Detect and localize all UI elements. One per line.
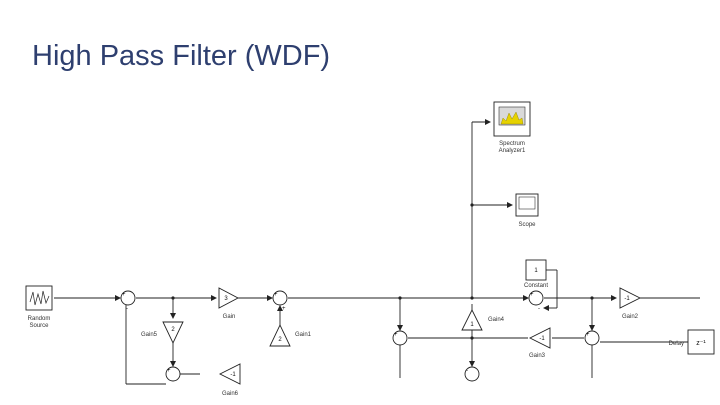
sum7-sign-minus: - xyxy=(466,368,468,374)
sum1-sign-plus: + xyxy=(122,292,126,298)
gain-label: Gain xyxy=(223,314,236,320)
sum1-sign-minus: - xyxy=(126,306,128,312)
signal-wires xyxy=(54,119,700,385)
gain4-label: Gain4 xyxy=(488,317,505,323)
gain4-block[interactable]: 1 Gain4 xyxy=(461,308,505,331)
gain6-label: Gain6 xyxy=(222,391,239,397)
delay-value: z⁻¹ xyxy=(696,340,706,347)
scope-screen-icon xyxy=(518,196,536,210)
gain6-block[interactable]: -1 Gain6 xyxy=(218,363,241,397)
spectrum-icon xyxy=(500,111,524,125)
random-source-label-line2: Source xyxy=(29,323,49,329)
sum3-sign-plus: + xyxy=(530,292,534,298)
gain5-label: Gain5 xyxy=(141,332,158,338)
sum2-sign-plus-b: + xyxy=(282,306,286,312)
gain1-label: Gain1 xyxy=(295,332,312,338)
delay-block[interactable]: z⁻¹ Delay xyxy=(669,329,715,355)
sum-block-3[interactable]: + - xyxy=(528,290,544,312)
spectrum-analyzer-block[interactable]: Spectrum Analyzer1 xyxy=(493,101,531,154)
gain3-label: Gain3 xyxy=(529,353,546,359)
sum-block-6[interactable]: + xyxy=(165,366,181,382)
wire-junctions xyxy=(171,203,594,340)
scope-label: Scope xyxy=(518,222,536,228)
sum-block-5[interactable]: + xyxy=(584,330,600,346)
constant-block[interactable]: 1 Constant xyxy=(524,259,548,289)
gain1-value: 2 xyxy=(278,337,282,343)
sum2-sign-plus: + xyxy=(274,292,278,298)
random-source-block[interactable]: Random Source xyxy=(25,285,53,329)
sum5-sign-plus: + xyxy=(586,332,590,338)
gain5-value: 2 xyxy=(171,327,175,333)
constant-value: 1 xyxy=(534,268,538,274)
gain3-block[interactable]: -1 Gain3 xyxy=(529,327,551,359)
gain-value: 3 xyxy=(224,296,228,302)
gain3-value: -1 xyxy=(539,336,545,342)
gain5-block[interactable]: 2 Gain5 xyxy=(141,321,184,345)
constant-label: Constant xyxy=(524,283,548,289)
gain2-label: Gain2 xyxy=(622,314,639,320)
sum-block-2[interactable]: + + xyxy=(272,290,288,312)
gain4-value: 1 xyxy=(470,322,474,328)
sum3-sign-minus: - xyxy=(538,306,540,312)
sum-block-4[interactable]: + xyxy=(392,330,408,346)
gain-block[interactable]: 3 Gain xyxy=(218,287,239,320)
sum-block-1[interactable]: + - xyxy=(120,290,136,312)
gain2-value: -1 xyxy=(624,296,630,302)
sum-block-7[interactable]: - xyxy=(464,366,480,382)
random-source-label-line1: Random xyxy=(28,316,51,322)
slide-title: High Pass Filter (WDF) xyxy=(32,40,331,72)
delay-label: Delay xyxy=(669,341,684,347)
gain1-block[interactable]: 2 Gain1 xyxy=(269,323,312,347)
spectrum-label-line2: Analyzer1 xyxy=(499,148,526,154)
sum6-sign-plus: + xyxy=(167,368,171,374)
gain6-value: -1 xyxy=(230,372,236,378)
scope-block[interactable]: Scope xyxy=(515,193,539,228)
sum4-sign-plus: + xyxy=(394,332,398,338)
spectrum-label-line1: Spectrum xyxy=(499,141,525,147)
gain2-block[interactable]: -1 Gain2 xyxy=(619,287,642,320)
